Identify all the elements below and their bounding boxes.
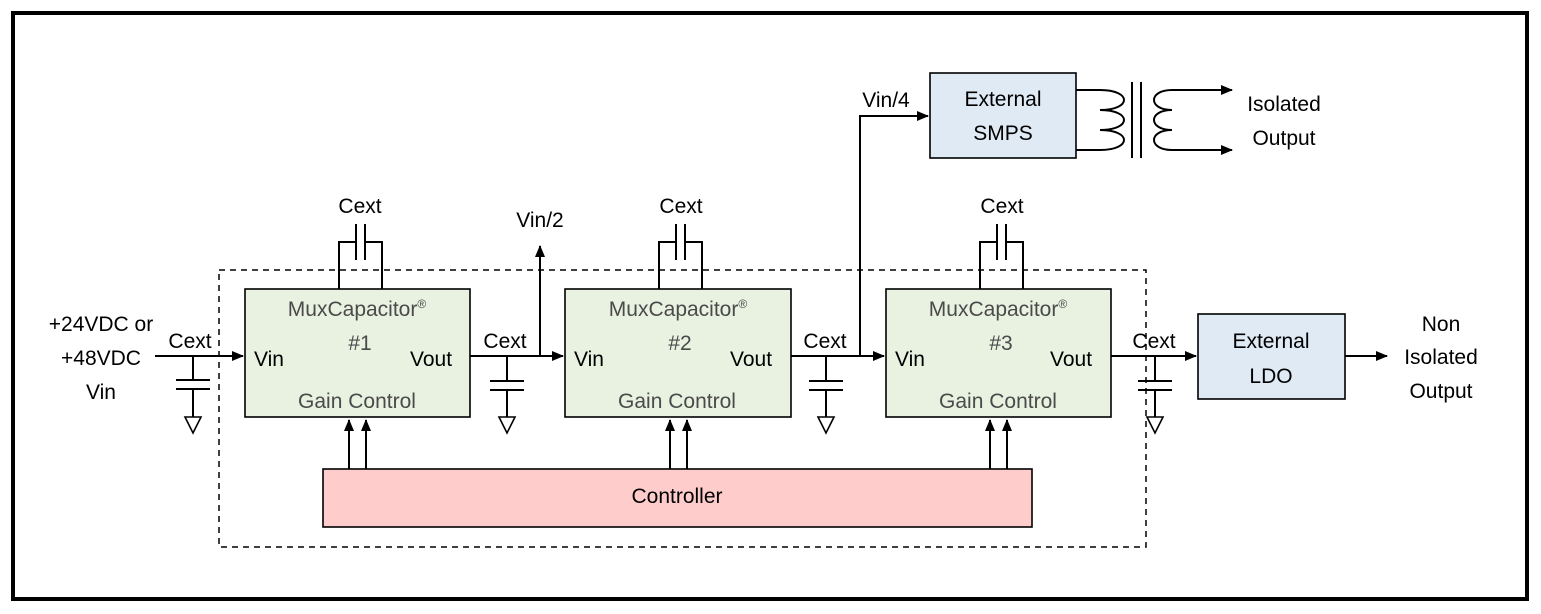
mux-2-vin: Vin [574,348,604,371]
gain-control-arrows [344,419,1012,469]
flying-cext-3: Cext [979,195,1024,289]
input-label-line2: +48VDC [61,347,141,370]
chip-boundary [218,269,1147,548]
diagram-frame [11,11,1529,601]
mux-2-name: MuxCapacitor® [609,297,748,321]
ground-icon [816,416,836,435]
smps-label-line2: SMPS [973,122,1033,145]
mux-1-name: MuxCapacitor® [288,297,427,321]
ground-icon [497,416,517,435]
mux-3-gain-control: Gain Control [939,390,1057,413]
input-label-line1: +24VDC or [49,313,153,336]
cext-label-fly-3: Cext [980,195,1023,218]
tap-vin-quarter [859,111,929,356]
ldo-label-line2: LDO [1249,365,1292,388]
mux-2-vout: Vout [730,348,772,371]
ldo-block: External LDO [1197,313,1346,400]
mux-block-3: MuxCapacitor® #3 Vin Vout Gain Control [885,288,1112,418]
mux-3-index: #3 [989,332,1012,355]
cext-output: Cext [1132,330,1176,435]
ground-icon [1145,416,1165,435]
mux-1-gain-control: Gain Control [298,390,416,413]
mux-1-vin: Vin [254,348,284,371]
non-isolated-line3: Output [1409,380,1472,403]
mux-block-1: MuxCapacitor® #1 Vin Vout Gain Control [244,288,471,418]
controller-block: Controller [322,468,1033,528]
smps-block: External SMPS [929,72,1077,159]
tap-vin-quarter-label: Vin/4 [862,89,910,112]
cext-label-2-3: Cext [803,330,846,353]
cext-label-1-2: Cext [483,330,526,353]
mux-2-index: #2 [668,332,691,355]
cext-1-2: Cext [483,330,527,435]
mux-3-vin: Vin [895,348,925,371]
tap-vin-half-label: Vin/2 [516,209,564,232]
mux-3-name: MuxCapacitor® [929,297,1068,321]
controller-label: Controller [631,485,722,508]
mux-1-index: #1 [348,332,371,355]
smps-label-line1: External [964,88,1041,111]
mux-block-2: MuxCapacitor® #2 Vin Vout Gain Control [564,288,792,418]
mux-3-vout: Vout [1050,348,1092,371]
ldo-label-line1: External [1232,330,1309,353]
transformer-icon [1076,82,1233,158]
non-isolated-line2: Isolated [1404,346,1478,369]
non-isolated-output-label: Non Isolated Output [1404,313,1478,403]
isolated-line1: Isolated [1247,93,1321,116]
cext-label-output: Cext [1132,330,1175,353]
cext-label-input: Cext [168,330,211,353]
cext-2-3: Cext [803,330,847,435]
isolated-output-label: Isolated Output [1247,93,1321,150]
mux-2-gain-control: Gain Control [618,390,736,413]
cext-label-fly-2: Cext [659,195,702,218]
input-label: +24VDC or +48VDC Vin [49,313,153,404]
input-label-line3: Vin [86,381,116,404]
flying-cext-2: Cext [658,195,703,289]
input-cext: Cext [168,330,212,435]
ground-icon [183,416,203,435]
flying-cext-1: Cext [338,195,383,289]
non-isolated-line1: Non [1422,313,1461,336]
mux-1-vout: Vout [410,348,452,371]
isolated-line2: Output [1252,127,1315,150]
cext-label-fly-1: Cext [338,195,381,218]
